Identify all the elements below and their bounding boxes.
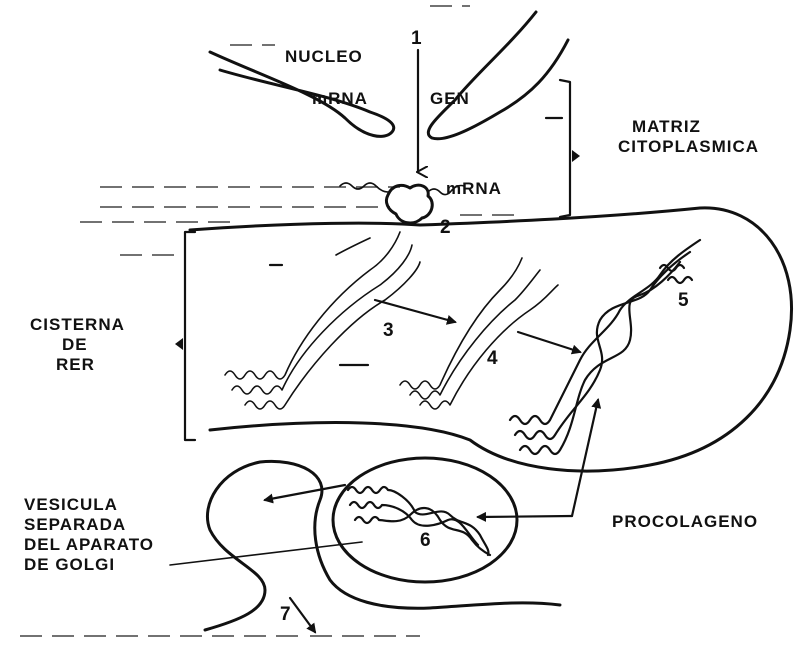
step-5: 5 xyxy=(678,290,689,311)
label-cisterna-line3: RER xyxy=(56,355,95,374)
label-cisterna-line1: CISTERNA xyxy=(30,315,125,334)
label-matriz-line2: CITOPLASMICA xyxy=(618,137,759,156)
label-nucleo: NUCLEO xyxy=(285,47,363,66)
polypeptide-chains-group-2 xyxy=(400,258,558,409)
pointer-vesicula xyxy=(170,542,362,565)
step-7: 7 xyxy=(280,604,291,625)
label-vesicula-line1: VESICULA xyxy=(24,495,118,514)
golgi-vesicle xyxy=(333,458,517,582)
arrow-step-3 xyxy=(375,300,455,322)
rer-membrane xyxy=(190,208,792,471)
bracket-cisterna xyxy=(175,232,195,440)
bracket-matriz xyxy=(560,80,580,217)
label-vesicula-line2: SEPARADA xyxy=(24,515,126,534)
label-gen: GEN xyxy=(430,89,470,108)
label-procolageno: PROCOLAGENO xyxy=(612,512,758,531)
nuclear-envelope xyxy=(210,12,568,139)
step-1: 1 xyxy=(411,28,422,49)
step-4: 4 xyxy=(487,348,498,369)
step-3: 3 xyxy=(383,320,394,341)
label-vesicula-line4: DE GOLGI xyxy=(24,555,115,574)
label-matriz-line1: MATRIZ xyxy=(632,117,701,136)
label-vesicula-line3: DEL APARATO xyxy=(24,535,154,554)
arrow-step-4 xyxy=(518,332,580,352)
label-mrna-ribosome: mRNA xyxy=(446,179,502,198)
step-6: 6 xyxy=(420,530,431,551)
arrow-vesicle-out xyxy=(265,485,345,500)
step-2: 2 xyxy=(440,217,451,238)
arrow-step-7 xyxy=(290,598,315,632)
label-cisterna-line2: DE xyxy=(62,335,88,354)
label-mrna-nucleus: mRNA xyxy=(312,89,368,108)
arrow-procolageno-to-vesicle xyxy=(478,516,572,517)
arrow-procolageno-to-helix xyxy=(572,400,598,516)
